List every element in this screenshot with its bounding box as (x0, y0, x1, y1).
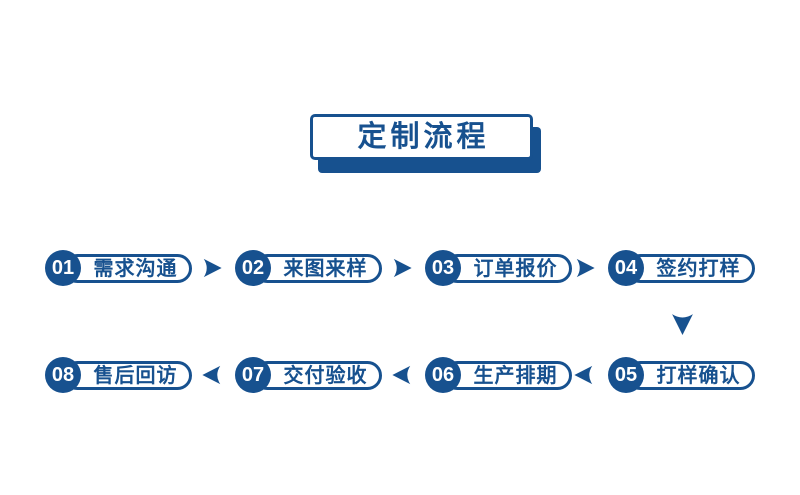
flow-step-06: 生产排期 06 (425, 357, 572, 393)
step-number-badge: 05 (608, 357, 644, 393)
step-pill: 售后回访 (63, 361, 192, 390)
step-number-badge: 07 (235, 357, 271, 393)
step-number-badge: 08 (45, 357, 81, 393)
step-label: 订单报价 (473, 257, 558, 280)
step-pill: 交付验收 (253, 361, 382, 390)
arrow-down-icon (670, 311, 695, 337)
flow-step-02: 来图来样 02 (235, 250, 382, 286)
step-number-badge: 01 (45, 250, 81, 286)
arrow-left-icon (391, 364, 413, 386)
step-number-badge: 02 (235, 250, 271, 286)
arrow-left-icon (201, 364, 223, 386)
step-pill: 需求沟通 (63, 254, 192, 283)
flow-step-01: 需求沟通 01 (45, 250, 192, 286)
arrow-right-icon (391, 257, 413, 279)
arrow-left-icon (573, 364, 595, 386)
flow-step-05: 打样确认 05 (608, 357, 755, 393)
step-pill: 生产排期 (443, 361, 572, 390)
arrow-right-icon (201, 257, 223, 279)
step-number-badge: 06 (425, 357, 461, 393)
step-pill: 签约打样 (626, 254, 755, 283)
step-label: 需求沟通 (93, 257, 178, 280)
page-title: 定制流程 (357, 120, 490, 153)
step-label: 生产排期 (473, 364, 558, 387)
step-pill: 来图来样 (253, 254, 382, 283)
step-label: 打样确认 (656, 364, 741, 387)
step-label: 来图来样 (283, 257, 368, 280)
step-label: 交付验收 (283, 364, 368, 387)
flow-step-07: 交付验收 07 (235, 357, 382, 393)
step-number-badge: 04 (608, 250, 644, 286)
flow-step-08: 售后回访 08 (45, 357, 192, 393)
step-pill: 打样确认 (626, 361, 755, 390)
step-label: 签约打样 (656, 257, 741, 280)
title-banner: 定制流程 (310, 114, 533, 160)
flow-step-03: 订单报价 03 (425, 250, 572, 286)
flow-step-04: 签约打样 04 (608, 250, 755, 286)
arrow-right-icon (574, 257, 596, 279)
step-number-badge: 03 (425, 250, 461, 286)
step-pill: 订单报价 (443, 254, 572, 283)
step-label: 售后回访 (93, 364, 178, 387)
